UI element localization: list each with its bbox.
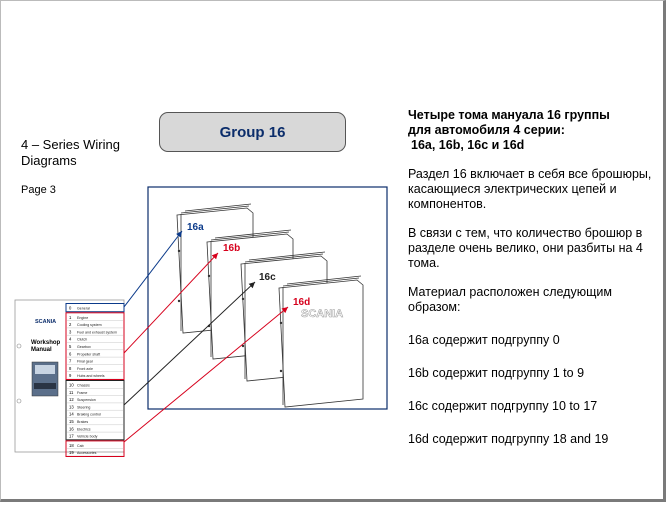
- tab-row-label: Vehicle body: [77, 435, 98, 439]
- group-label: Group 16: [219, 123, 286, 141]
- volumes-heading: Четыре тома мануала 16 группы для автомо…: [408, 108, 658, 153]
- tab-row-number: 7: [69, 359, 72, 364]
- tab-row-number: 19: [69, 450, 74, 455]
- description-column: Четыре тома мануала 16 группы для автомо…: [408, 108, 658, 465]
- tab-row-label: Suspension: [77, 398, 96, 402]
- tab-row-label: Accessories: [77, 451, 97, 455]
- tab-row-number: 16: [69, 426, 74, 431]
- tab-row-label: Cooling system: [77, 323, 102, 327]
- tab-row-number: 17: [69, 434, 74, 439]
- contents-line: 16b содержит подгруппу 1 to 9: [408, 366, 585, 380]
- manual-title-line: Workshop: [31, 340, 61, 346]
- intro-paragraph: Раздел 16 включает в себя все брошюры, к…: [408, 167, 652, 211]
- tab-row-label: Frame: [77, 391, 87, 395]
- binder-16d: SCANIA: [278, 275, 364, 408]
- tab-row-number: 10: [69, 383, 74, 388]
- tab-row-label: General: [77, 307, 90, 311]
- tab-group-box: [65, 312, 125, 380]
- connector-16d: [123, 306, 289, 443]
- tab-row-label: Chassis: [77, 384, 90, 388]
- tab-row-number: 6: [69, 351, 72, 356]
- tab-row-number: 11: [69, 390, 74, 395]
- workshop-manual-page: SCANIA Workshop Manual: [14, 299, 125, 453]
- tab-row-label: Propeller shaft: [77, 352, 100, 356]
- binder-label-16b: 16b: [223, 243, 240, 254]
- page-number: Page 3: [21, 184, 56, 196]
- tab-row-label: Gearbox: [77, 345, 91, 349]
- contents-line: 16d содержит подгруппу 18 and 19: [408, 432, 609, 446]
- tab-row-number: 14: [69, 412, 74, 417]
- tab-row-label: Braking control: [77, 413, 101, 417]
- tab-row-label: Steering: [77, 405, 90, 409]
- binder-label-16c: 16c: [259, 272, 276, 283]
- tab-index: 0 General 1 Engine 2 Cooling system 3 Fuel and …: [65, 303, 125, 457]
- tab-row-label: Hubs and wheels: [77, 374, 105, 378]
- split-paragraph: В связи с тем, что количество брошюр в р…: [408, 226, 643, 270]
- tab-row-number: 3: [69, 329, 72, 334]
- tab-row-number: 9: [69, 373, 72, 378]
- tab-row-label: Brakes: [77, 420, 88, 424]
- tab-row-number: 4: [69, 337, 72, 342]
- contents-line: 16a содержит подгруппу 0: [408, 333, 560, 347]
- tab-row-number: 1: [69, 315, 72, 320]
- tab-row-number: 12: [69, 397, 74, 402]
- tab-group-box: [65, 440, 125, 457]
- tab-row-label: Clutch: [77, 338, 87, 342]
- tab-row-label: Electrics: [77, 427, 91, 431]
- connector-16b: [123, 252, 219, 354]
- tab-row-label: Fuel and exhaust system: [77, 330, 117, 334]
- connector-16c: [123, 281, 256, 406]
- tab-row-number: 15: [69, 419, 74, 424]
- tab-group-box: [65, 380, 125, 441]
- tab-row-label: Front axle: [77, 367, 93, 371]
- heading-line: для автомобиля 4 серии:: [408, 123, 565, 137]
- tab-row-number: 13: [69, 404, 74, 409]
- layout-paragraph: Материал расположен следующим образом:: [408, 285, 612, 314]
- tab-row-number: 0: [69, 306, 72, 311]
- manual-brand: SCANIA: [35, 319, 56, 325]
- heading-line: Четыре тома мануала 16 группы: [408, 108, 610, 122]
- section-title: 4 – Series Wiring Diagrams: [21, 137, 120, 168]
- tab-row-number: 2: [69, 322, 72, 327]
- tab-row-label: Cab: [77, 444, 84, 448]
- connector-16a: [123, 230, 183, 308]
- tab-row-label: Final gear: [77, 360, 94, 364]
- tab-row-number: 5: [69, 344, 72, 349]
- tab-group-box: [65, 303, 125, 313]
- contents-line: 16c содержит подгруппу 10 to 17: [408, 399, 598, 413]
- binder-label-16a: 16a: [187, 222, 204, 233]
- heading-line: 16a, 16b, 16c и 16d: [411, 138, 525, 152]
- manual-title-line: Manual: [31, 347, 52, 353]
- tab-row-number: 8: [69, 366, 72, 371]
- binder-brand-watermark: SCANIA: [301, 308, 343, 320]
- binder-label-16d: 16d: [293, 297, 310, 308]
- tab-row-label: Engine: [77, 316, 88, 320]
- group-label-box: Group 16: [159, 112, 346, 152]
- tab-row-number: 18: [69, 443, 74, 448]
